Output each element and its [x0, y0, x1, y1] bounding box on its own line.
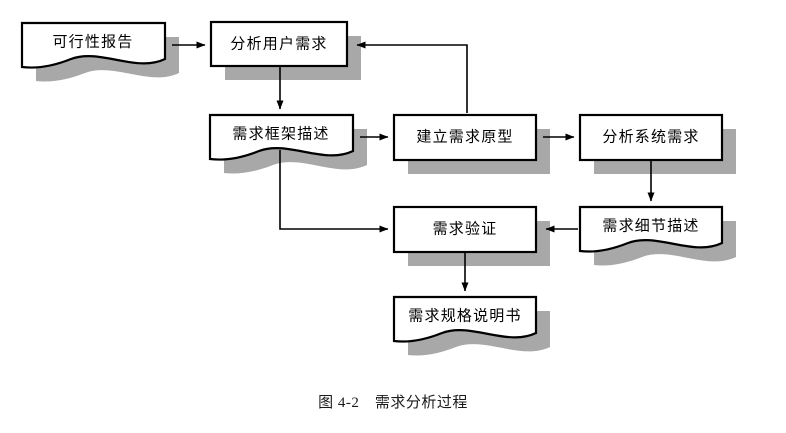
node-label: 分析系统需求: [602, 128, 699, 145]
node-label: 需求验证: [433, 220, 498, 237]
node-requirements-framework-description[interactable]: 需求框架描述: [208, 113, 355, 161]
rectangle-shape: [209, 20, 349, 68]
document-shape: [208, 113, 355, 161]
rectangle-shape: [392, 113, 538, 162]
node-requirements-detail-description[interactable]: 需求细节描述: [578, 205, 724, 253]
connectors: [172, 41, 655, 292]
document-shape: [578, 205, 724, 253]
document-shape: [20, 21, 167, 69]
rectangle-shape: [392, 205, 538, 254]
node-build-requirements-prototype[interactable]: 建立需求原型: [392, 113, 538, 162]
node-requirements-specification[interactable]: 需求规格说明书: [392, 295, 538, 343]
node-analyze-system-requirements[interactable]: 分析系统需求: [578, 113, 724, 162]
figure-caption: 图 4-2 需求分析过程: [318, 394, 468, 411]
node-label: 需求细节描述: [602, 217, 699, 234]
rectangle-shape: [578, 113, 724, 162]
node-label: 可行性报告: [52, 33, 133, 50]
connector-framework-to-validation: [279, 150, 389, 233]
connector-prototype-to-analyze-user-feedback: [356, 41, 468, 113]
node-feasibility-report[interactable]: 可行性报告: [20, 21, 167, 69]
node-label: 建立需求原型: [416, 128, 513, 145]
node-label: 需求规格说明书: [408, 307, 521, 324]
node-label: 分析用户需求: [230, 35, 327, 52]
node-label: 需求框架描述: [232, 125, 329, 142]
node-analyze-user-requirements[interactable]: 分析用户需求: [209, 20, 349, 68]
node-shadows: [36, 36, 736, 356]
document-shape: [392, 295, 538, 343]
node-requirements-validation[interactable]: 需求验证: [392, 205, 538, 254]
